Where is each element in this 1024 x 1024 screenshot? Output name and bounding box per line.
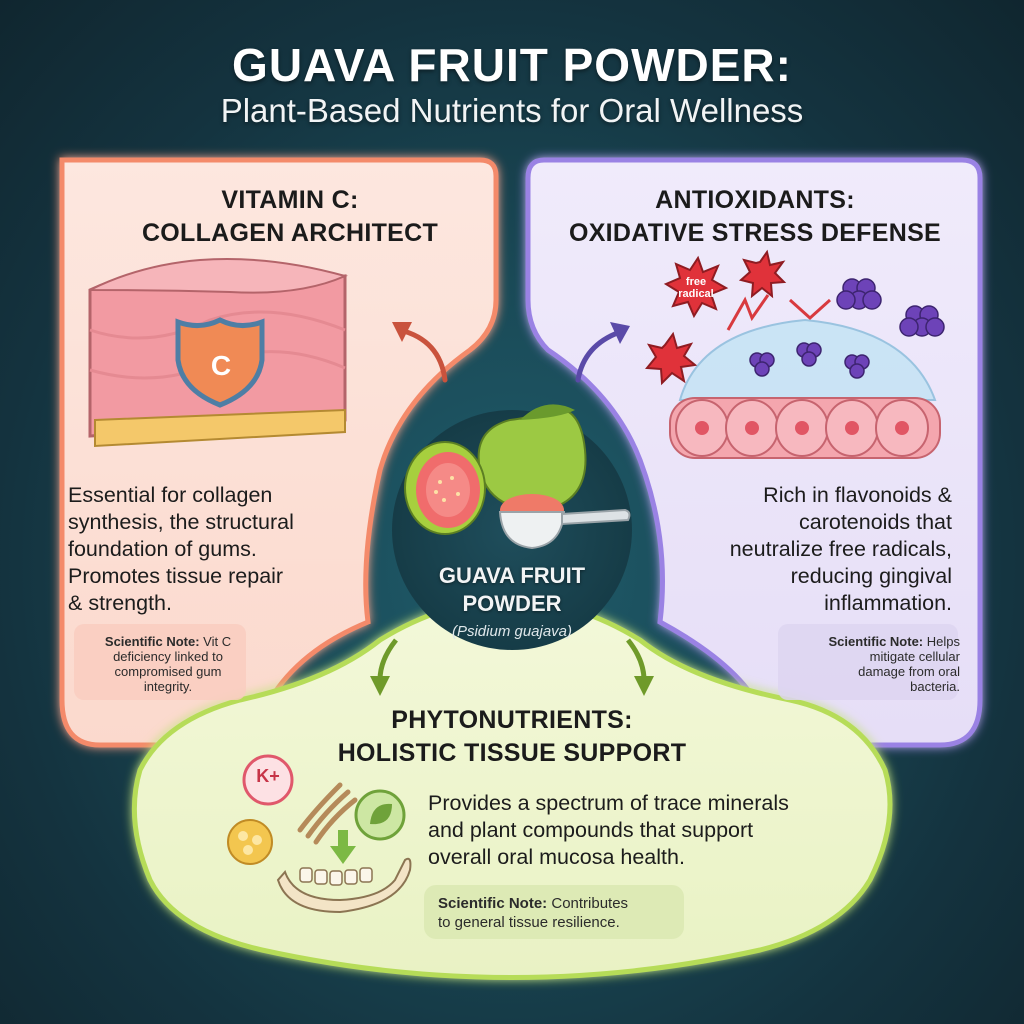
antioxidants-body-line: neutralize free radicals,: [729, 537, 952, 561]
phytonutrients-note-label: Scientific Note:: [438, 895, 548, 912]
antioxidants-body: Rich in flavonoids & carotenoids that ne…: [650, 482, 952, 617]
center-latin-name: (Psidium guajava): [451, 623, 573, 640]
cell-layer-illustration: [669, 397, 941, 459]
vitamin-c-heading-line1: VITAMIN C:: [221, 186, 359, 214]
center-label-line1: GUAVA FRUIT: [438, 563, 586, 588]
free-radical-label-line2: radical: [678, 288, 714, 300]
potassium-label: K+: [256, 766, 280, 786]
jaw-bone-icon: [276, 857, 412, 914]
free-radical-small-icon: [738, 249, 787, 299]
phytonutrients-note-line: to general tissue resilience.: [438, 914, 620, 931]
vitamin-c-body-line: & strength.: [68, 591, 172, 615]
page-title: GUAVA FRUIT POWDER:: [232, 39, 792, 91]
page-subtitle: Plant-Based Nutrients for Oral Wellness: [220, 92, 804, 129]
guava-fruit-icon: [404, 404, 587, 535]
vitamin-c-note-line: integrity.: [143, 679, 193, 694]
antioxidants-body-line: reducing gingival: [790, 564, 952, 588]
deflect-arrow-2-icon: [788, 298, 832, 321]
vitamin-c-note-label: Scientific Note:: [104, 634, 200, 649]
antioxidants-heading-line2: OXIDATIVE STRESS DEFENSE: [568, 219, 942, 247]
fiber-strands-icon: [297, 782, 358, 845]
free-radical-label: free radical: [666, 276, 726, 300]
antioxidants-note: Scientific Note: Helps mitigate cellular…: [782, 628, 968, 700]
free-radical-icon: [663, 255, 729, 319]
deflect-arrow-icon: [726, 294, 770, 331]
berry-cluster-icon: [749, 278, 945, 379]
arrow-to-antioxidants: [575, 329, 623, 383]
antioxidants-note-line: Helps: [923, 634, 960, 649]
antioxidants-heading-line1: ANTIOXIDANTS:: [655, 186, 855, 214]
phytonutrients-note: Scientific Note: Contributes to general …: [430, 888, 696, 938]
vitamin-c-body-line: synthesis, the structural: [68, 510, 294, 534]
antioxidants-note-line: mitigate cellular: [869, 649, 960, 664]
vitamin-c-note: Scientific Note: Vit C deficiency linked…: [80, 628, 256, 700]
vitamin-c-heading-line2: COLLAGEN ARCHITECT: [141, 219, 439, 247]
antioxidants-body-line: carotenoids that: [799, 510, 952, 534]
phytonutrients-heading-line1: PHYTONUTRIENTS:: [391, 706, 633, 734]
vitamin-c-body-line: foundation of gums.: [68, 537, 257, 561]
arrow-to-phyto-right-head: [634, 676, 654, 696]
gum-tissue-illustration: [88, 258, 348, 448]
vitamin-c-body-line: Essential for collagen: [68, 483, 273, 507]
antioxidants-note-box: [778, 624, 958, 700]
antioxidants-body-line: Rich in flavonoids &: [763, 483, 952, 507]
down-arrow-icon: [330, 830, 356, 864]
arrow-to-vitamin-c: [397, 327, 448, 383]
vitamin-c-note-line: deficiency linked to: [113, 649, 223, 664]
phytonutrients-body: Provides a spectrum of trace minerals an…: [428, 790, 868, 871]
phytonutrients-body-line: and plant compounds that support: [428, 818, 754, 842]
free-radical-label-line1: free: [685, 276, 707, 288]
phytonutrients-heading: PHYTONUTRIENTS: HOLISTIC TISSUE SUPPORT: [262, 704, 762, 770]
antioxidants-note-label: Scientific Note:: [828, 634, 924, 649]
antioxidants-note-line: bacteria.: [910, 679, 960, 694]
free-radical-left-icon: [645, 331, 698, 386]
phytonutrients-body-line: Provides a spectrum of trace minerals: [428, 791, 789, 815]
antioxidants-note-line: damage from oral: [858, 664, 960, 679]
vitamin-c-note-line: compromised gum: [114, 664, 222, 679]
antioxidants-body-line: inflammation.: [824, 591, 952, 615]
vitamin-c-shield-icon: [175, 317, 265, 408]
vitamin-c-note-line: Vit C: [199, 634, 232, 649]
center-label-line2: POWDER: [462, 591, 562, 616]
arrow-to-vitamin-c-head: [392, 322, 412, 342]
vitamin-c-heading: VITAMIN C: COLLAGEN ARCHITECT: [90, 184, 490, 250]
phytonutrients-note-box: [424, 885, 684, 939]
phytonutrients-note-line: Contributes: [547, 895, 629, 912]
arrow-to-phyto-left-head: [370, 676, 390, 696]
vitamin-c-body: Essential for collagen synthesis, the st…: [68, 482, 368, 617]
vitamin-c-note-box: [74, 624, 246, 700]
powder-scoop-icon: [498, 494, 631, 550]
center-label: GUAVA FRUIT POWDER: [392, 562, 632, 618]
potassium-icon: [242, 754, 294, 806]
vitamin-c-body-line: Promotes tissue repair: [68, 564, 284, 588]
antioxidants-heading: ANTIOXIDANTS: OXIDATIVE STRESS DEFENSE: [540, 184, 970, 250]
shield-letter: C: [210, 350, 232, 381]
molecule-icon: [227, 819, 273, 865]
phytonutrients-heading-line2: HOLISTIC TISSUE SUPPORT: [337, 739, 687, 767]
arrow-to-antioxidants-head: [610, 322, 630, 344]
leaf-circle-icon: [354, 789, 406, 841]
phytonutrients-body-line: overall oral mucosa health.: [428, 845, 685, 869]
